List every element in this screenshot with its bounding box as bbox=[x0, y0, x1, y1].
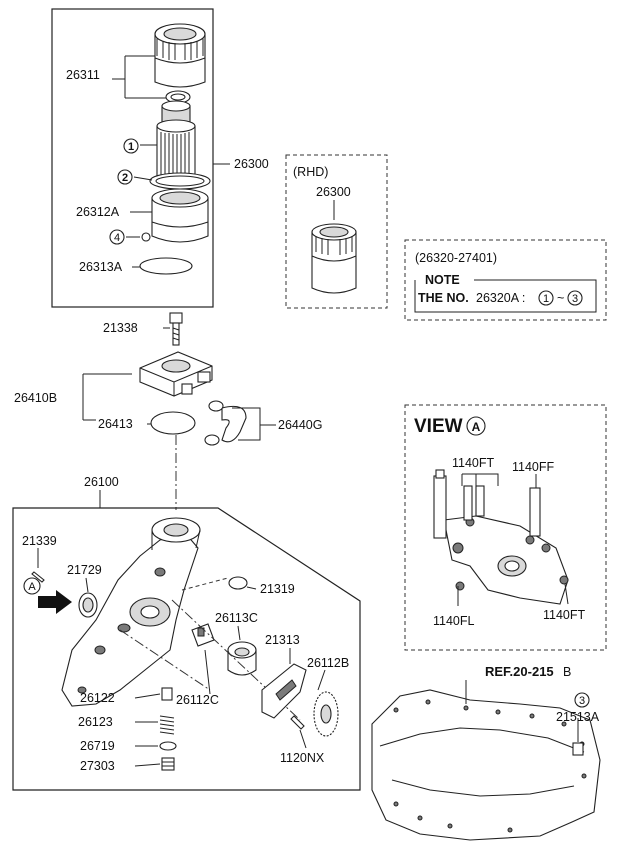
bolt-1140ff-icon[interactable] bbox=[529, 487, 541, 537]
label-26112C: 26112C bbox=[176, 693, 219, 707]
rhd-filter-icon[interactable] bbox=[311, 223, 357, 294]
label-26100: 26100 bbox=[84, 475, 119, 489]
label-26313A: 26313A bbox=[79, 260, 123, 274]
note-callout-1: 1 bbox=[543, 293, 549, 305]
note-text: THE NO. bbox=[418, 291, 469, 305]
relief-spring-icon[interactable] bbox=[159, 715, 175, 735]
label-26440G: 26440G bbox=[278, 418, 322, 432]
label-26311: 26311 bbox=[66, 68, 100, 82]
dowel-pin-icon[interactable] bbox=[31, 571, 45, 583]
callout-4: 4 bbox=[114, 232, 120, 244]
relief-plunger-icon[interactable] bbox=[161, 687, 173, 701]
callout-3: 3 bbox=[579, 695, 585, 707]
label-21339: 21339 bbox=[22, 534, 57, 548]
rhd-title: (RHD) bbox=[293, 165, 328, 179]
oil-cooler-icon[interactable] bbox=[139, 351, 213, 397]
view-title: VIEW bbox=[414, 416, 463, 437]
note-part: 26320A : bbox=[476, 291, 525, 305]
note-tilde: ~ bbox=[557, 291, 564, 305]
bolt-21338-icon[interactable] bbox=[169, 312, 183, 346]
ref-label: REF.20-215 bbox=[485, 664, 554, 679]
o-ring-21319-icon[interactable] bbox=[228, 576, 248, 590]
bolt-1120nx-icon[interactable] bbox=[290, 715, 305, 730]
inner-rotor-icon[interactable] bbox=[191, 623, 215, 647]
large-o-ring-icon bbox=[139, 257, 193, 275]
filter-cap-icon[interactable] bbox=[154, 23, 206, 88]
label-27303: 27303 bbox=[80, 759, 115, 773]
label-26113C: 26113C bbox=[215, 611, 258, 625]
drive-sprocket-icon[interactable] bbox=[313, 691, 339, 737]
label-26719: 26719 bbox=[80, 739, 115, 753]
view-direction-arrow-icon bbox=[38, 590, 72, 614]
label-1140FT-bottom: 1140FT bbox=[543, 608, 586, 622]
cooler-o-ring-icon bbox=[150, 411, 196, 435]
note-range: (26320-27401) bbox=[415, 251, 497, 265]
label-26413: 26413 bbox=[98, 417, 133, 431]
view-callout-A: A bbox=[472, 420, 481, 434]
oil-pump-housing-icon[interactable] bbox=[61, 517, 201, 707]
ref-suffix: B bbox=[563, 665, 571, 679]
note-callout-3: 3 bbox=[572, 293, 578, 305]
label-26112B: 26112B bbox=[307, 656, 349, 670]
label-26312A: 26312A bbox=[76, 205, 120, 219]
oil-pan-icon[interactable] bbox=[371, 689, 601, 841]
label-26122: 26122 bbox=[80, 691, 115, 705]
label-1120NX: 1120NX bbox=[280, 751, 325, 765]
label-21319: 21319 bbox=[260, 582, 295, 596]
label-26123: 26123 bbox=[78, 715, 113, 729]
filter-housing-icon[interactable] bbox=[151, 188, 209, 243]
label-26300: 26300 bbox=[234, 157, 269, 171]
drain-plug-21513a-icon[interactable] bbox=[572, 742, 584, 756]
label-1140FT-top: 1140FT bbox=[452, 456, 495, 470]
drain-plug-icon[interactable] bbox=[141, 232, 151, 242]
bolt-1140ft-icon[interactable] bbox=[463, 485, 485, 521]
oil-filter-group-box bbox=[51, 8, 214, 308]
rhd-part-label: 26300 bbox=[316, 185, 351, 199]
label-21313: 21313 bbox=[265, 633, 300, 647]
note-title: NOTE bbox=[425, 273, 460, 287]
rhd-box bbox=[285, 154, 388, 309]
relief-o-ring-icon[interactable] bbox=[159, 741, 177, 751]
relief-plug-icon[interactable] bbox=[161, 757, 175, 771]
view-a-box bbox=[404, 404, 607, 651]
label-26410B: 26410B bbox=[14, 391, 57, 405]
callout-A: A bbox=[28, 581, 36, 593]
callout-2: 2 bbox=[122, 172, 128, 184]
label-21513A: 21513A bbox=[556, 710, 600, 724]
pump-cover-icon[interactable] bbox=[261, 663, 307, 719]
label-1140FF: 1140FF bbox=[512, 460, 555, 474]
note-box bbox=[404, 239, 607, 321]
oil-pump-group-box bbox=[12, 507, 361, 791]
callout-1: 1 bbox=[128, 141, 134, 153]
label-21338: 21338 bbox=[103, 321, 138, 335]
label-1140FL: 1140FL bbox=[433, 614, 475, 628]
label-21729: 21729 bbox=[67, 563, 102, 577]
filter-element-icon[interactable] bbox=[156, 100, 196, 181]
pump-rear-view-icon[interactable] bbox=[433, 469, 569, 605]
outer-rotor-icon[interactable] bbox=[227, 641, 257, 676]
gasket-icon bbox=[149, 172, 211, 190]
